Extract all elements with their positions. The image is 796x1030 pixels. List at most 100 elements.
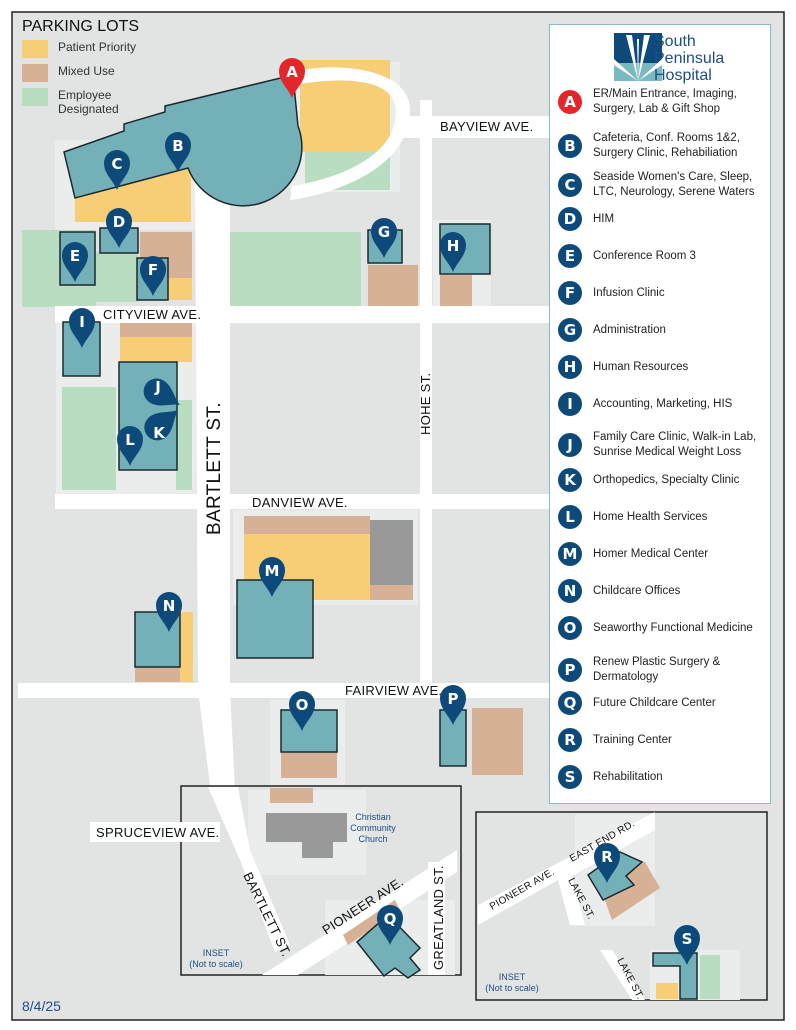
- pin-P[interactable]: P: [440, 685, 466, 725]
- legend-item-h[interactable]: H Human Resources: [558, 355, 768, 379]
- street-label-spruceview: SPRUCEVIEW AVE.: [96, 825, 219, 840]
- pin-R[interactable]: R: [594, 843, 620, 883]
- legend-item-label: ER/Main Entrance, Imaging, Surgery, Lab …: [593, 88, 737, 115]
- legend-item-label: Seaside Women's Care, Sleep, LTC, Neurol…: [593, 171, 755, 198]
- legend-item-a[interactable]: A ER/Main Entrance, Imaging, Surgery, Lab…: [558, 87, 768, 117]
- location-badge-icon: Q: [558, 691, 582, 715]
- legend-item-l[interactable]: L Home Health Services: [558, 505, 768, 529]
- street-label-greatland: GREATLAND ST.: [431, 865, 446, 970]
- pin-F[interactable]: F: [140, 256, 166, 296]
- location-badge-icon: M: [558, 542, 582, 566]
- svg-text:N: N: [163, 597, 176, 615]
- inset-note-2-2: (Not to scale): [485, 983, 539, 993]
- legend-item-label: Rehabilitation: [593, 770, 663, 783]
- location-badge-icon: I: [558, 392, 582, 416]
- swatch-mixed: [22, 64, 48, 82]
- swatch-patient: [22, 40, 48, 58]
- inset-note-2: (Not to scale): [189, 959, 243, 969]
- location-badge-icon: H: [558, 355, 582, 379]
- legend-item-s[interactable]: S Rehabilitation: [558, 765, 768, 789]
- legend-mixed-use: Mixed Use: [22, 64, 139, 88]
- svg-text:P: P: [448, 690, 459, 708]
- pin-C[interactable]: C: [104, 150, 130, 190]
- legend-item-label: Home Health Services: [593, 510, 708, 523]
- pin-I[interactable]: I: [69, 308, 95, 348]
- legend-item-label: Family Care Clinic, Walk-in Lab, Sunrise…: [593, 431, 757, 458]
- legend-item-label: Conference Room 3: [593, 249, 696, 262]
- location-badge-icon: K: [558, 468, 582, 492]
- location-badge-icon: S: [558, 765, 582, 789]
- legend-item-g[interactable]: G Administration: [558, 318, 768, 342]
- legend-item-label: Infusion Clinic: [593, 286, 665, 299]
- legend-item-b[interactable]: B Cafeteria, Conf. Rooms 1&2, Surgery Cli…: [558, 131, 768, 161]
- pin-A[interactable]: A: [279, 58, 305, 98]
- street-label-bartlett: BARTLETT ST.: [204, 402, 225, 535]
- svg-text:I: I: [79, 313, 85, 331]
- pin-M[interactable]: M: [259, 557, 285, 597]
- svg-text:L: L: [125, 431, 135, 449]
- svg-text:B: B: [172, 137, 183, 155]
- church-label-1: Christian: [355, 812, 391, 822]
- location-badge-icon: F: [558, 281, 582, 305]
- svg-text:D: D: [113, 213, 125, 231]
- location-badge-icon: G: [558, 318, 582, 342]
- legend-item-i[interactable]: I Accounting, Marketing, HIS: [558, 392, 768, 416]
- legend-item-label: Cafeteria, Conf. Rooms 1&2, Surgery Clin…: [593, 132, 741, 159]
- legend-employee: Employee Designated: [22, 88, 139, 116]
- legend-item-e[interactable]: E Conference Room 3: [558, 244, 768, 268]
- legend-item-label: HIM: [593, 212, 615, 225]
- location-badge-icon: E: [558, 244, 582, 268]
- svg-text:S: S: [682, 930, 693, 948]
- legend-patient-priority: Patient Priority: [22, 40, 139, 64]
- location-badge-icon: D: [558, 207, 582, 231]
- inset-note-1: INSET: [203, 948, 230, 958]
- svg-text:G: G: [378, 223, 390, 241]
- church-label-2: Community: [350, 823, 396, 833]
- svg-text:C: C: [111, 155, 122, 173]
- location-badge-icon: B: [558, 134, 582, 158]
- map-pins: A B C D E F G H I J K L M N O P Q R S: [62, 58, 700, 965]
- street-label-cityview: CITYVIEW AVE.: [103, 307, 201, 322]
- pin-S[interactable]: S: [674, 925, 700, 965]
- parking-legend-title: PARKING LOTS: [22, 18, 140, 35]
- svg-text:M: M: [265, 562, 280, 580]
- legend-item-label: Administration: [593, 323, 666, 336]
- svg-text:A: A: [286, 63, 298, 81]
- pin-Q[interactable]: Q: [377, 905, 403, 945]
- legend-item-d[interactable]: D HIM: [558, 207, 768, 231]
- pin-L[interactable]: L: [117, 426, 143, 466]
- pin-K[interactable]: K: [139, 400, 187, 446]
- legend-item-label: Human Resources: [593, 360, 689, 373]
- pin-D[interactable]: D: [106, 208, 132, 248]
- legend-item-j[interactable]: J Family Care Clinic, Walk-in Lab, Sunris…: [558, 430, 768, 460]
- pin-O[interactable]: O: [289, 691, 315, 731]
- pin-E[interactable]: E: [62, 242, 88, 282]
- location-badge-icon: A: [558, 90, 582, 114]
- pin-G[interactable]: G: [371, 218, 397, 258]
- pin-H[interactable]: H: [440, 232, 466, 272]
- inset-east-end: PIONEER AVE. EAST END RD. LAKE ST. LAKE …: [475, 811, 768, 1001]
- roads: [18, 67, 549, 952]
- location-badge-icon: L: [558, 505, 582, 529]
- legend-item-label: Seaworthy Functional Medicine: [593, 621, 753, 634]
- parking-legend: PARKING LOTS Patient Priority Mixed Use …: [22, 18, 140, 116]
- pin-N[interactable]: N: [156, 592, 182, 632]
- location-badge-icon: J: [558, 433, 582, 457]
- svg-text:E: E: [70, 247, 80, 265]
- legend-item-label: Accounting, Marketing, HIS: [593, 397, 733, 410]
- church-label-3: Church: [358, 834, 387, 844]
- legend-item-f[interactable]: F Infusion Clinic: [558, 281, 768, 305]
- legend-item-label: Childcare Offices: [593, 584, 681, 597]
- pin-B[interactable]: B: [165, 132, 191, 172]
- pin-J[interactable]: J: [138, 373, 187, 417]
- svg-text:K: K: [153, 424, 166, 442]
